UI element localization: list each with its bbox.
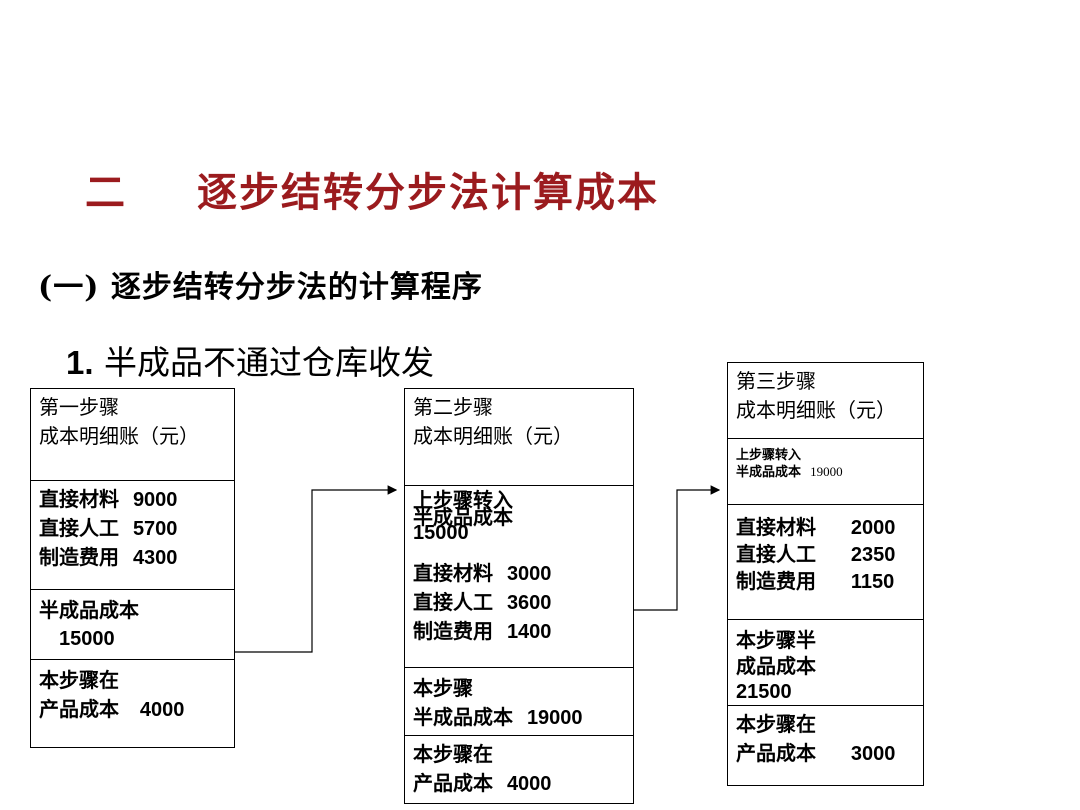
step3-wip-cost: 本步骤在 产品成本 3000 <box>736 712 896 765</box>
step2-semi-cost: 本步骤 半成品成本 19000 <box>405 668 633 736</box>
title-text: 逐步结转分步法计算成本 <box>197 169 659 216</box>
connector-step2-to-step3 <box>634 485 721 611</box>
step2-transfer-and-costs: 上步骤转入 半成品成本 15000 直接材料 3000 直接人工 3600 制造… <box>405 486 633 668</box>
step1-header: 第一步骤 成本明细账（元） <box>31 389 234 481</box>
step1-wip-cost: 本步骤在 产品成本 4000 <box>39 668 185 721</box>
step3-transfer: 上步骤转入 半成品成本 19000 <box>728 441 923 505</box>
step2-header: 第二步骤 成本明细账（元） <box>405 389 633 486</box>
step3-header: 第三步骤 成本明细账（元） <box>728 363 923 439</box>
subsection-text: 半成品不通过仓库收发 <box>104 343 435 382</box>
step2-wip-cost: 本步骤在 产品成本 4000 <box>413 742 552 795</box>
step3-ledger: 第三步骤 成本明细账（元） 上步骤转入 半成品成本 19000 直接材料 200… <box>727 362 924 786</box>
subsection-number: 1. <box>66 344 94 381</box>
step3-semi-cost: 本步骤半 成品成本 21500 <box>728 620 923 706</box>
step1-costs: 直接材料 9000 直接人工 5700 制造费用 4300 <box>31 481 234 590</box>
step2-ledger: 第二步骤 成本明细账（元） 上步骤转入 半成品成本 15000 直接材料 300… <box>404 388 634 804</box>
connector-step1-to-step2 <box>235 485 398 653</box>
page-title: 二 逐步结转分步法计算成本 <box>85 160 659 218</box>
subsection-heading: 1. 半成品不通过仓库收发 <box>66 336 434 384</box>
title-number: 二 <box>85 169 127 216</box>
step1-semi-cost: 半成品成本 15000 <box>31 590 234 660</box>
step1-ledger: 第一步骤 成本明细账（元） 直接材料 9000 直接人工 5700 制造费用 4… <box>30 388 235 748</box>
step3-costs: 直接材料 2000 直接人工 2350 制造费用 1150 <box>728 505 923 620</box>
section-subtitle: (一) 逐步结转分步法的计算程序 <box>38 270 483 305</box>
